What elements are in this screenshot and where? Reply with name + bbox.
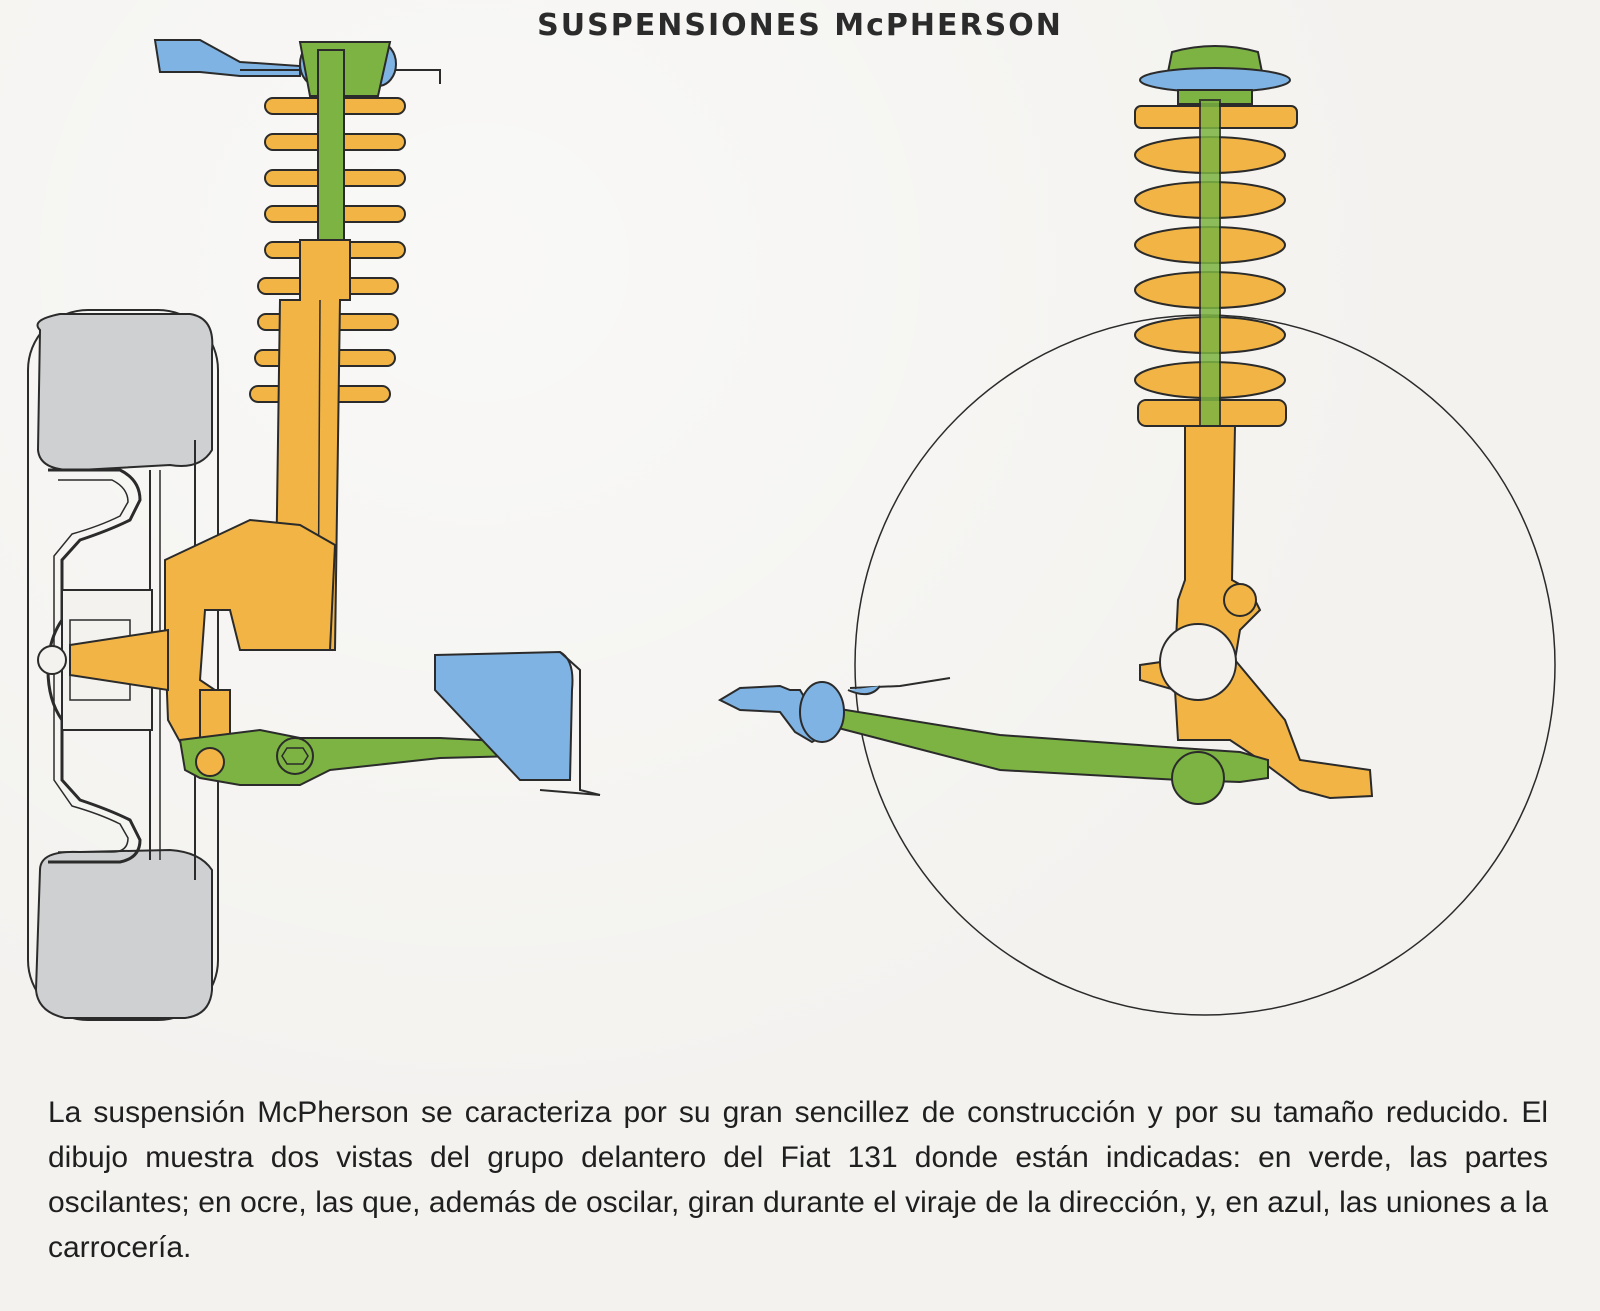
hub-cap — [37, 645, 67, 675]
body-mount-side-bracket — [849, 677, 951, 689]
arm-pivot-nut — [276, 737, 314, 775]
strut-tube-side — [1139, 425, 1374, 800]
lower-mount-base — [539, 789, 601, 796]
arm-bushing-side — [799, 681, 845, 743]
lower-mount-bracket-line — [559, 651, 601, 796]
upper-body-mount — [153, 39, 301, 77]
lower-body-mount — [434, 650, 574, 781]
tyre-upper — [36, 313, 214, 472]
body-mount-side-tab — [847, 685, 881, 696]
side-view — [717, 45, 1556, 1016]
tyre-lower — [34, 848, 213, 1019]
knuckle-opening — [1159, 623, 1237, 701]
front-view — [27, 39, 601, 1021]
suspension-diagram — [27, 39, 1556, 1021]
caption-text: La suspensión McPherson se caracteriza p… — [48, 1096, 1548, 1264]
wheel-rim-outline — [27, 309, 219, 1021]
lower-ball-joint — [195, 747, 225, 777]
lower-control-arm-side — [814, 703, 1269, 784]
stub-axle — [69, 628, 169, 692]
diagram-title: SUSPENSIONES McPHERSON — [537, 8, 1063, 43]
top-mount-side — [1166, 45, 1264, 73]
piston-rod-front — [317, 49, 345, 241]
top-body-mount-side — [1139, 67, 1291, 93]
steering-knuckle — [164, 518, 337, 761]
lower-ball-joint-side — [1171, 751, 1225, 805]
wheel — [27, 309, 219, 1021]
strut-boss — [1223, 583, 1257, 617]
lower-control-arm-front — [178, 728, 521, 786]
piston-rod-side — [1199, 99, 1221, 431]
arm-pivot-hex — [281, 747, 309, 765]
